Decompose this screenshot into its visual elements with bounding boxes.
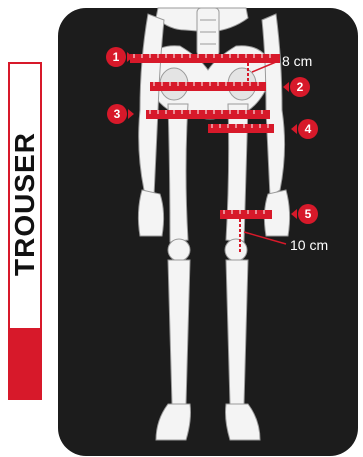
right-shin bbox=[226, 260, 248, 404]
knee-gap-label: 10 cm bbox=[290, 237, 328, 253]
left-shin bbox=[168, 260, 190, 404]
tape-4 bbox=[208, 124, 274, 133]
right-knee bbox=[225, 239, 247, 261]
svg-text:3: 3 bbox=[114, 107, 121, 121]
left-femur bbox=[168, 104, 188, 242]
left-hand bbox=[138, 190, 163, 236]
svg-text:5: 5 bbox=[305, 207, 312, 221]
tape-2 bbox=[150, 82, 266, 91]
svg-text:1: 1 bbox=[113, 50, 120, 64]
svg-text:2: 2 bbox=[297, 80, 304, 94]
waist-gap-label: 8 cm bbox=[282, 53, 312, 69]
tape-5 bbox=[220, 210, 272, 219]
tape-1 bbox=[130, 54, 280, 63]
tape-3 bbox=[146, 110, 270, 119]
left-knee bbox=[168, 239, 190, 261]
svg-text:4: 4 bbox=[305, 122, 312, 136]
